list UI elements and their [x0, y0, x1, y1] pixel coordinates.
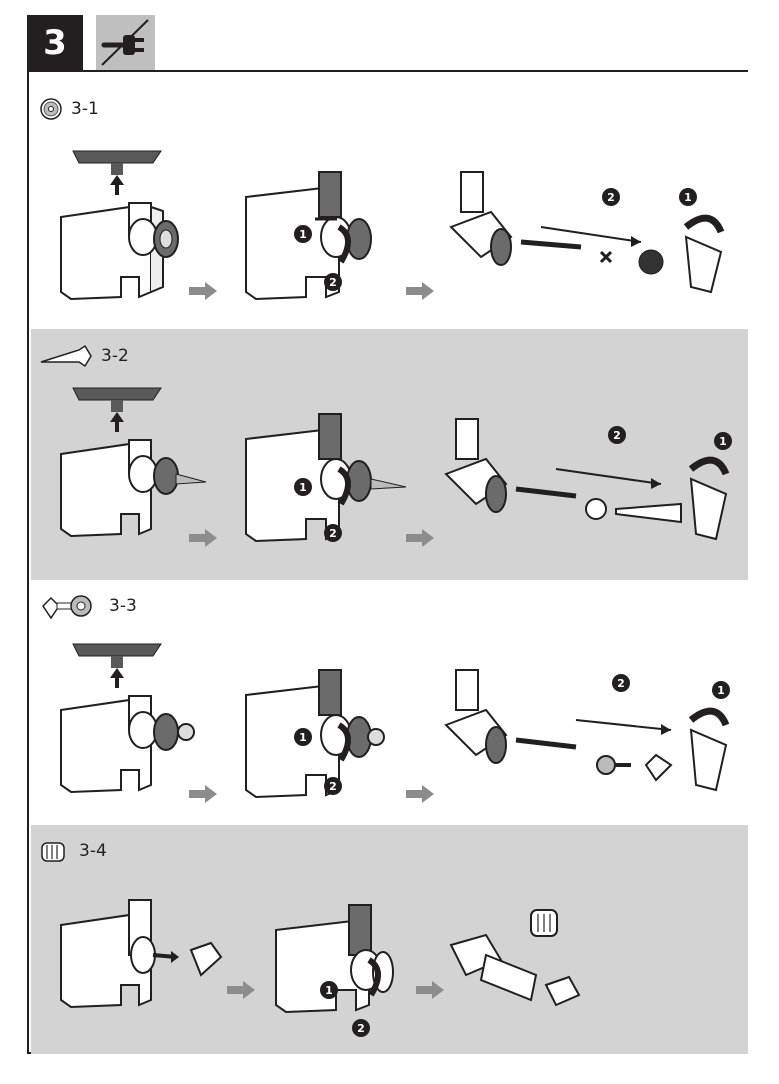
section-label: 3-1 [71, 99, 99, 119]
sausage-horn-icon [39, 344, 97, 368]
next-arrow-icon [189, 282, 219, 300]
kebbe-attachment-icon [39, 592, 103, 622]
callout-2-badge: 2 [323, 523, 343, 543]
svg-text:1: 1 [684, 191, 692, 204]
section-label: 3-3 [109, 596, 137, 616]
meat-grinder-illustration [51, 895, 251, 1045]
meat-grinder-illustration [241, 665, 411, 825]
callout-2-badge: 2 [611, 673, 631, 693]
svg-text:1: 1 [717, 684, 725, 697]
exploded-parts-illustration [436, 665, 746, 825]
meat-grinder-illustration [271, 900, 421, 1050]
svg-text:1: 1 [299, 731, 307, 744]
svg-text:2: 2 [607, 191, 615, 204]
next-arrow-icon [406, 785, 436, 803]
meat-grinder-illustration [51, 374, 211, 554]
section-3-1: 3-1 1 [31, 72, 748, 329]
callout-2-badge: 2 [601, 187, 621, 207]
meat-grinder-illustration [51, 630, 211, 810]
callout-2-badge: 2 [351, 1018, 371, 1038]
slicer-drum-icon [39, 839, 69, 865]
meat-grinder-illustration [241, 409, 421, 569]
section-3-4: 3-4 1 2 [31, 825, 748, 1054]
svg-text:1: 1 [325, 984, 333, 997]
meat-grinder-illustration [51, 137, 191, 317]
unplug-icon [96, 15, 155, 70]
svg-text:2: 2 [613, 429, 621, 442]
section-label: 3-4 [79, 841, 107, 861]
svg-text:2: 2 [357, 1022, 365, 1035]
callout-1-badge: 1 [293, 477, 313, 497]
callout-2-badge: 2 [607, 425, 627, 445]
exploded-parts-illustration [436, 414, 746, 564]
meat-grinder-illustration [241, 167, 381, 327]
section-3-3: 3-3 1 2 [31, 580, 748, 825]
callout-2-badge: 2 [323, 272, 343, 292]
next-arrow-icon [189, 785, 219, 803]
svg-text:2: 2 [329, 780, 337, 793]
grinding-plate-icon [39, 97, 63, 121]
svg-text:2: 2 [329, 527, 337, 540]
callout-1-badge: 1 [293, 727, 313, 747]
exploded-parts-illustration [441, 905, 591, 1035]
section-label: 3-2 [101, 346, 129, 366]
instruction-frame: 3-1 1 [27, 70, 748, 1054]
svg-text:2: 2 [617, 677, 625, 690]
next-arrow-icon [406, 529, 436, 547]
callout-2-badge: 2 [323, 776, 343, 796]
next-arrow-icon [189, 529, 219, 547]
callout-1-badge: 1 [319, 980, 339, 1000]
svg-text:1: 1 [719, 435, 727, 448]
step-number-badge: 3 [27, 15, 83, 70]
next-arrow-icon [227, 981, 257, 999]
callout-1-badge: 1 [293, 224, 313, 244]
svg-text:1: 1 [299, 481, 307, 494]
next-arrow-icon [406, 282, 436, 300]
callout-1-badge: 1 [713, 431, 733, 451]
callout-1-badge: 1 [678, 187, 698, 207]
svg-text:1: 1 [299, 228, 307, 241]
svg-text:2: 2 [329, 276, 337, 289]
section-3-2: 3-2 1 2 [31, 329, 748, 580]
callout-1-badge: 1 [711, 680, 731, 700]
